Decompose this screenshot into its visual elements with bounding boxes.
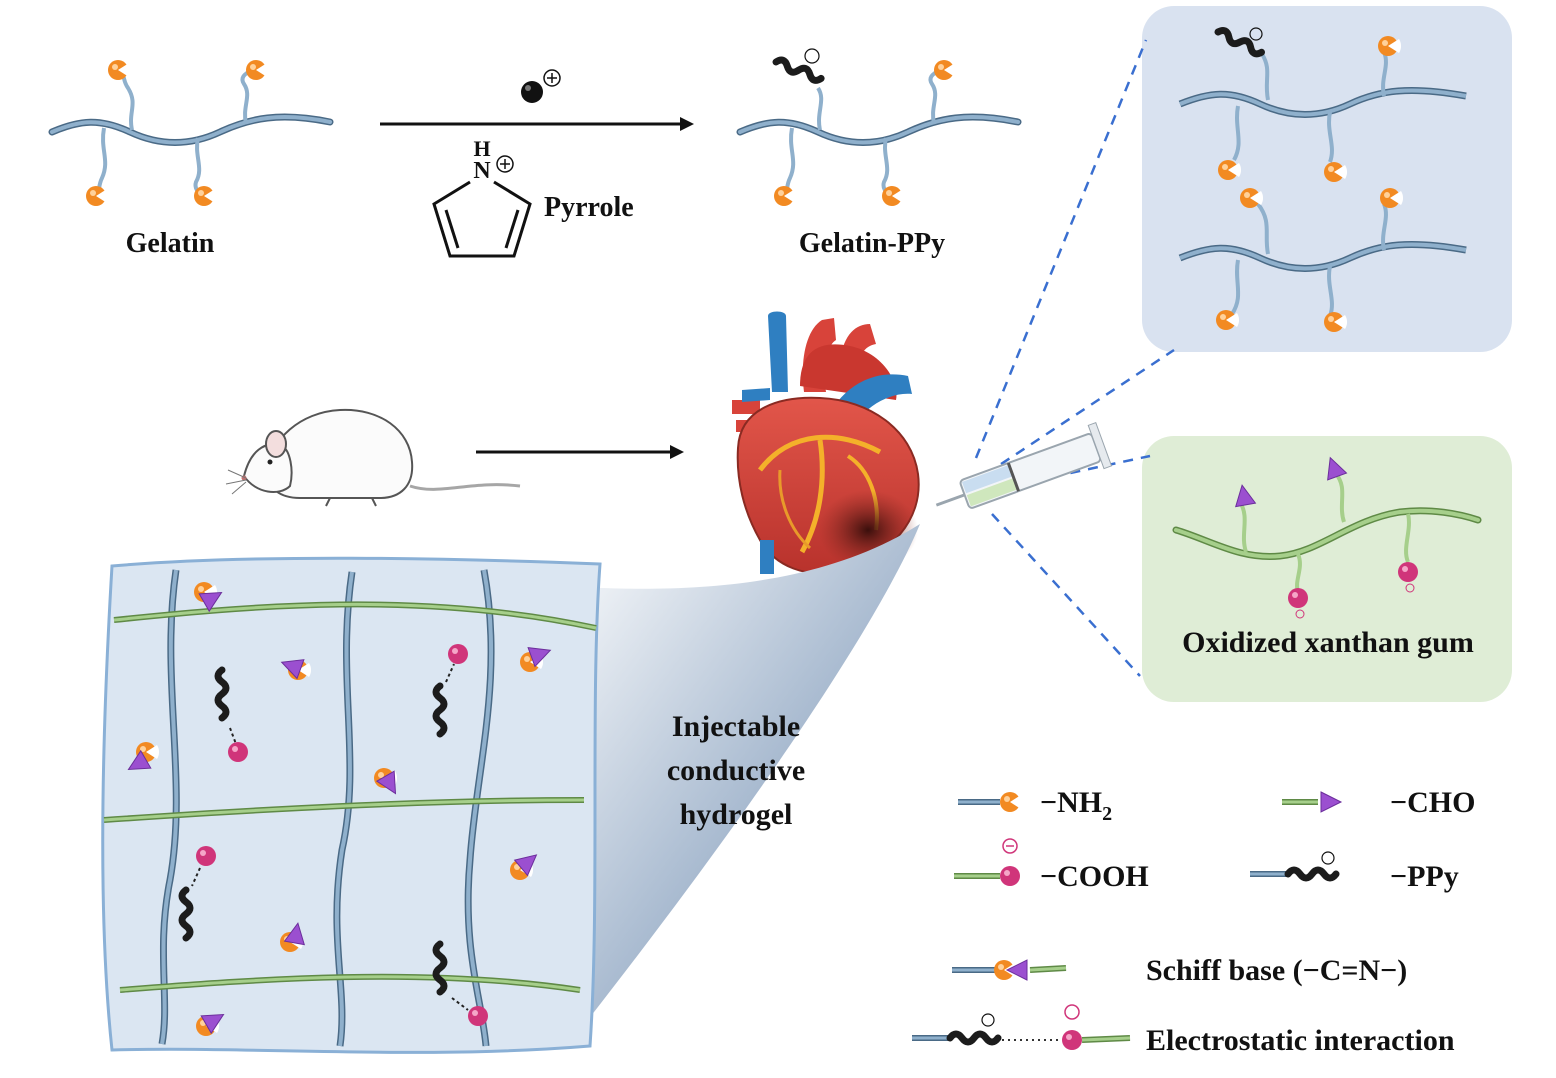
legend-cho: −CHO — [1282, 786, 1475, 819]
ppy-chain-icon — [1288, 870, 1336, 878]
network-carboxyl-icon — [468, 1006, 488, 1026]
legend-cooh: −COOH — [954, 838, 1149, 893]
legend-cooh-label: −COOH — [1040, 860, 1149, 893]
amine-group-icon — [246, 60, 270, 80]
legend: −NH2 −CHO −COOH −PPy — [912, 786, 1475, 1057]
network-carboxyl-icon — [448, 644, 468, 664]
hydrogel-network-panel — [101, 556, 602, 1054]
hydrogel-label-line1: Injectable — [672, 710, 800, 743]
legend-ppy: −PPy — [1250, 851, 1459, 893]
amine-group-icon — [108, 60, 132, 80]
gelatin-molecule — [48, 60, 334, 206]
amine-group-icon — [774, 186, 798, 206]
amine-group-icon — [86, 186, 110, 206]
gelatin-ppy-molecule — [736, 48, 1022, 206]
legend-schiff-base: Schiff base (−C=N−) — [952, 954, 1407, 987]
pyrrole-structure: H N — [432, 136, 532, 258]
reaction-arrow — [380, 117, 694, 131]
oxidant-icon — [521, 69, 561, 103]
carboxyl-group-icon — [1288, 588, 1308, 608]
legend-nh2: −NH2 — [958, 786, 1112, 825]
amine-group-icon — [194, 186, 218, 206]
pyrrole-h-atom: H — [473, 136, 490, 161]
legend-cho-label: −CHO — [1390, 786, 1475, 819]
arrow-to-heart — [476, 445, 684, 459]
ppy-chain-icon — [950, 1034, 998, 1042]
syringe-icon — [935, 422, 1113, 509]
legend-nh2-label: −NH2 — [1040, 786, 1112, 825]
hydrogel-label-line2: conductive — [667, 754, 805, 787]
amine-group-icon — [882, 186, 906, 206]
amine-group-icon — [1000, 792, 1024, 812]
hydrogel-label-line3: hydrogel — [680, 798, 793, 831]
legend-ppy-label: −PPy — [1390, 860, 1459, 893]
gelatin-ppy-label: Gelatin-PPy — [799, 228, 945, 259]
heart-icon — [732, 311, 920, 575]
network-carboxyl-icon — [228, 742, 248, 762]
pyrrole-label: Pyrrole — [544, 192, 634, 223]
network-carboxyl-icon — [196, 846, 216, 866]
pyrrole-n-atom: N — [473, 158, 491, 184]
carboxyl-group-icon — [1398, 562, 1418, 582]
xanthan-gum-zoom-panel — [1142, 436, 1512, 702]
aldehyde-group-icon — [1320, 791, 1342, 813]
carboxyl-group-icon — [1000, 866, 1020, 886]
amine-group-icon — [934, 60, 958, 80]
legend-electrostatic: Electrostatic interaction — [912, 1004, 1455, 1057]
hydrogel-fan — [556, 524, 920, 1030]
gelatin-ppy-zoom-panel — [1142, 6, 1512, 352]
xanthan-gum-label: Oxidized xanthan gum — [1182, 626, 1474, 659]
legend-schiff-label: Schiff base (−C=N−) — [1146, 954, 1407, 987]
gelatin-label: Gelatin — [126, 228, 215, 259]
legend-electrostatic-label: Electrostatic interaction — [1146, 1024, 1455, 1057]
carboxyl-group-icon — [1062, 1030, 1082, 1050]
mouse-icon — [225, 408, 521, 507]
